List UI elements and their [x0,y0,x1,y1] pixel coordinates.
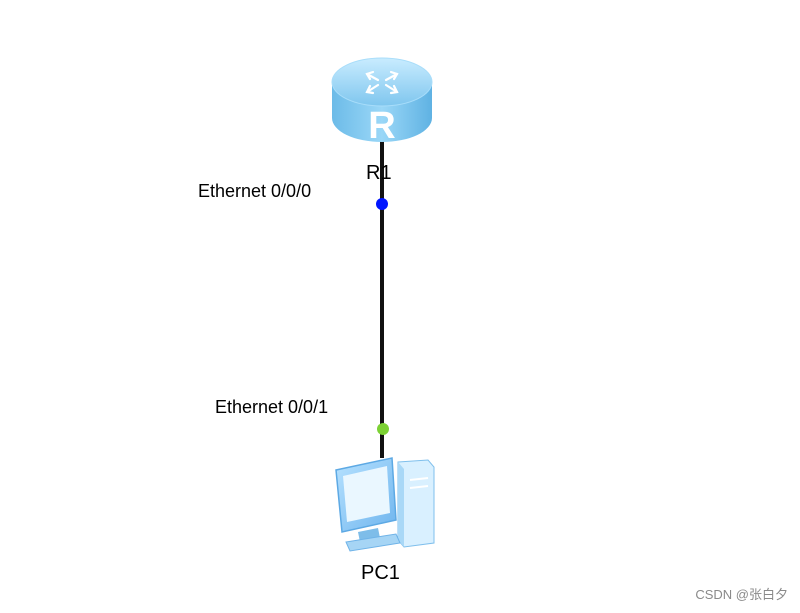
router-name-label: R1 [366,162,392,184]
pc-pc1[interactable] [335,457,435,552]
router-glyph: R [368,105,395,147]
port-label-ethernet-0-0-1: Ethernet 0/0/1 [215,397,329,417]
router-r1[interactable]: R [331,57,433,147]
pc-name-label: PC1 [361,562,400,584]
port-status-dot-r1[interactable] [376,198,388,210]
watermark: CSDN @张白夕 [695,587,788,602]
port-label-ethernet-0-0-0: Ethernet 0/0/0 [198,181,312,201]
pc-icon [335,457,435,552]
router-icon: R [331,57,433,147]
port-status-dot-pc1[interactable] [377,423,389,435]
